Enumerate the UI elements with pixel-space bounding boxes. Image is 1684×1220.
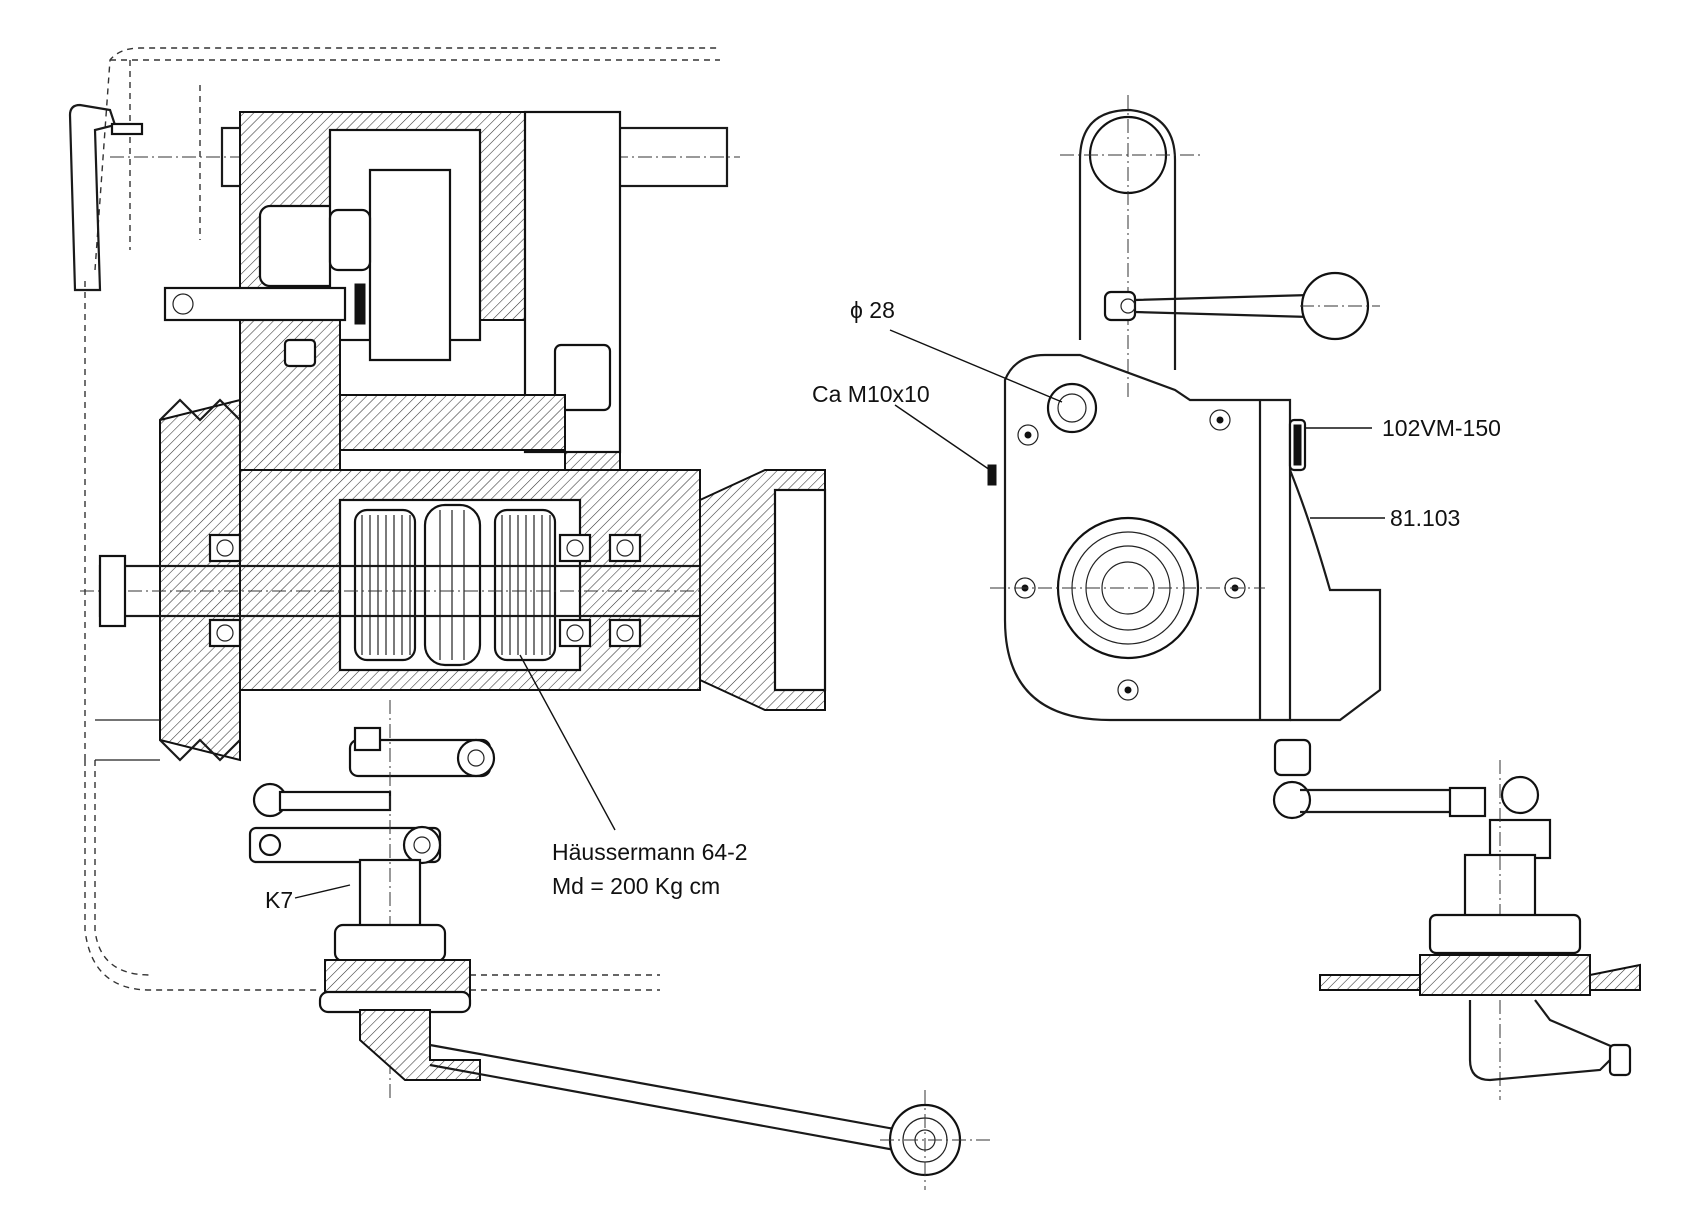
ca-m10x10-label: Ca M10x10: [812, 381, 930, 407]
haussermann-leader: [519, 654, 616, 831]
clutch-assembly: [208, 469, 701, 691]
left-section-view: Häussermann 64-2 Md = 200 Kg cm K7: [68, 47, 990, 1190]
haussermann-label-line1: Häussermann 64-2: [552, 839, 748, 865]
k7-label: K7: [265, 887, 293, 913]
bearings: [208, 533, 642, 648]
part-102vm-label: 102VM-150: [1382, 415, 1501, 441]
top-left-lever: [68, 103, 144, 292]
phi28-leader: [889, 329, 1063, 403]
clutch-disc-pack-left: [353, 508, 417, 662]
upper-handle: [1103, 271, 1380, 341]
bores: [990, 382, 1265, 701]
main-shaft: [80, 554, 790, 628]
machine-outline: [84, 47, 720, 991]
lower-right-linkage: [1272, 738, 1641, 1100]
output-coupling: [699, 469, 827, 711]
ca-m10x10-leader: [894, 404, 991, 471]
ca-m10x10-marker: [987, 464, 997, 486]
main-housing: [239, 110, 622, 471]
right-front-view: ϕ 28 Ca M10x10 102VM-150 81.103: [812, 95, 1641, 1100]
housing-body: [1003, 353, 1382, 722]
pulley: [95, 398, 241, 762]
clutch-disc-pack-right: [493, 508, 557, 662]
upper-arm: [1060, 95, 1200, 400]
k7-leader: [294, 884, 351, 899]
haussermann-label-line2: Md = 200 Kg cm: [552, 873, 720, 899]
clutch-center-ring: [423, 503, 482, 667]
bottom-lever: [359, 1009, 990, 1190]
lower-linkage: [248, 700, 496, 1100]
lever-bolt: [163, 283, 366, 325]
phi28-label: ϕ 28: [850, 297, 895, 323]
part-81103-label: 81.103: [1390, 505, 1460, 531]
